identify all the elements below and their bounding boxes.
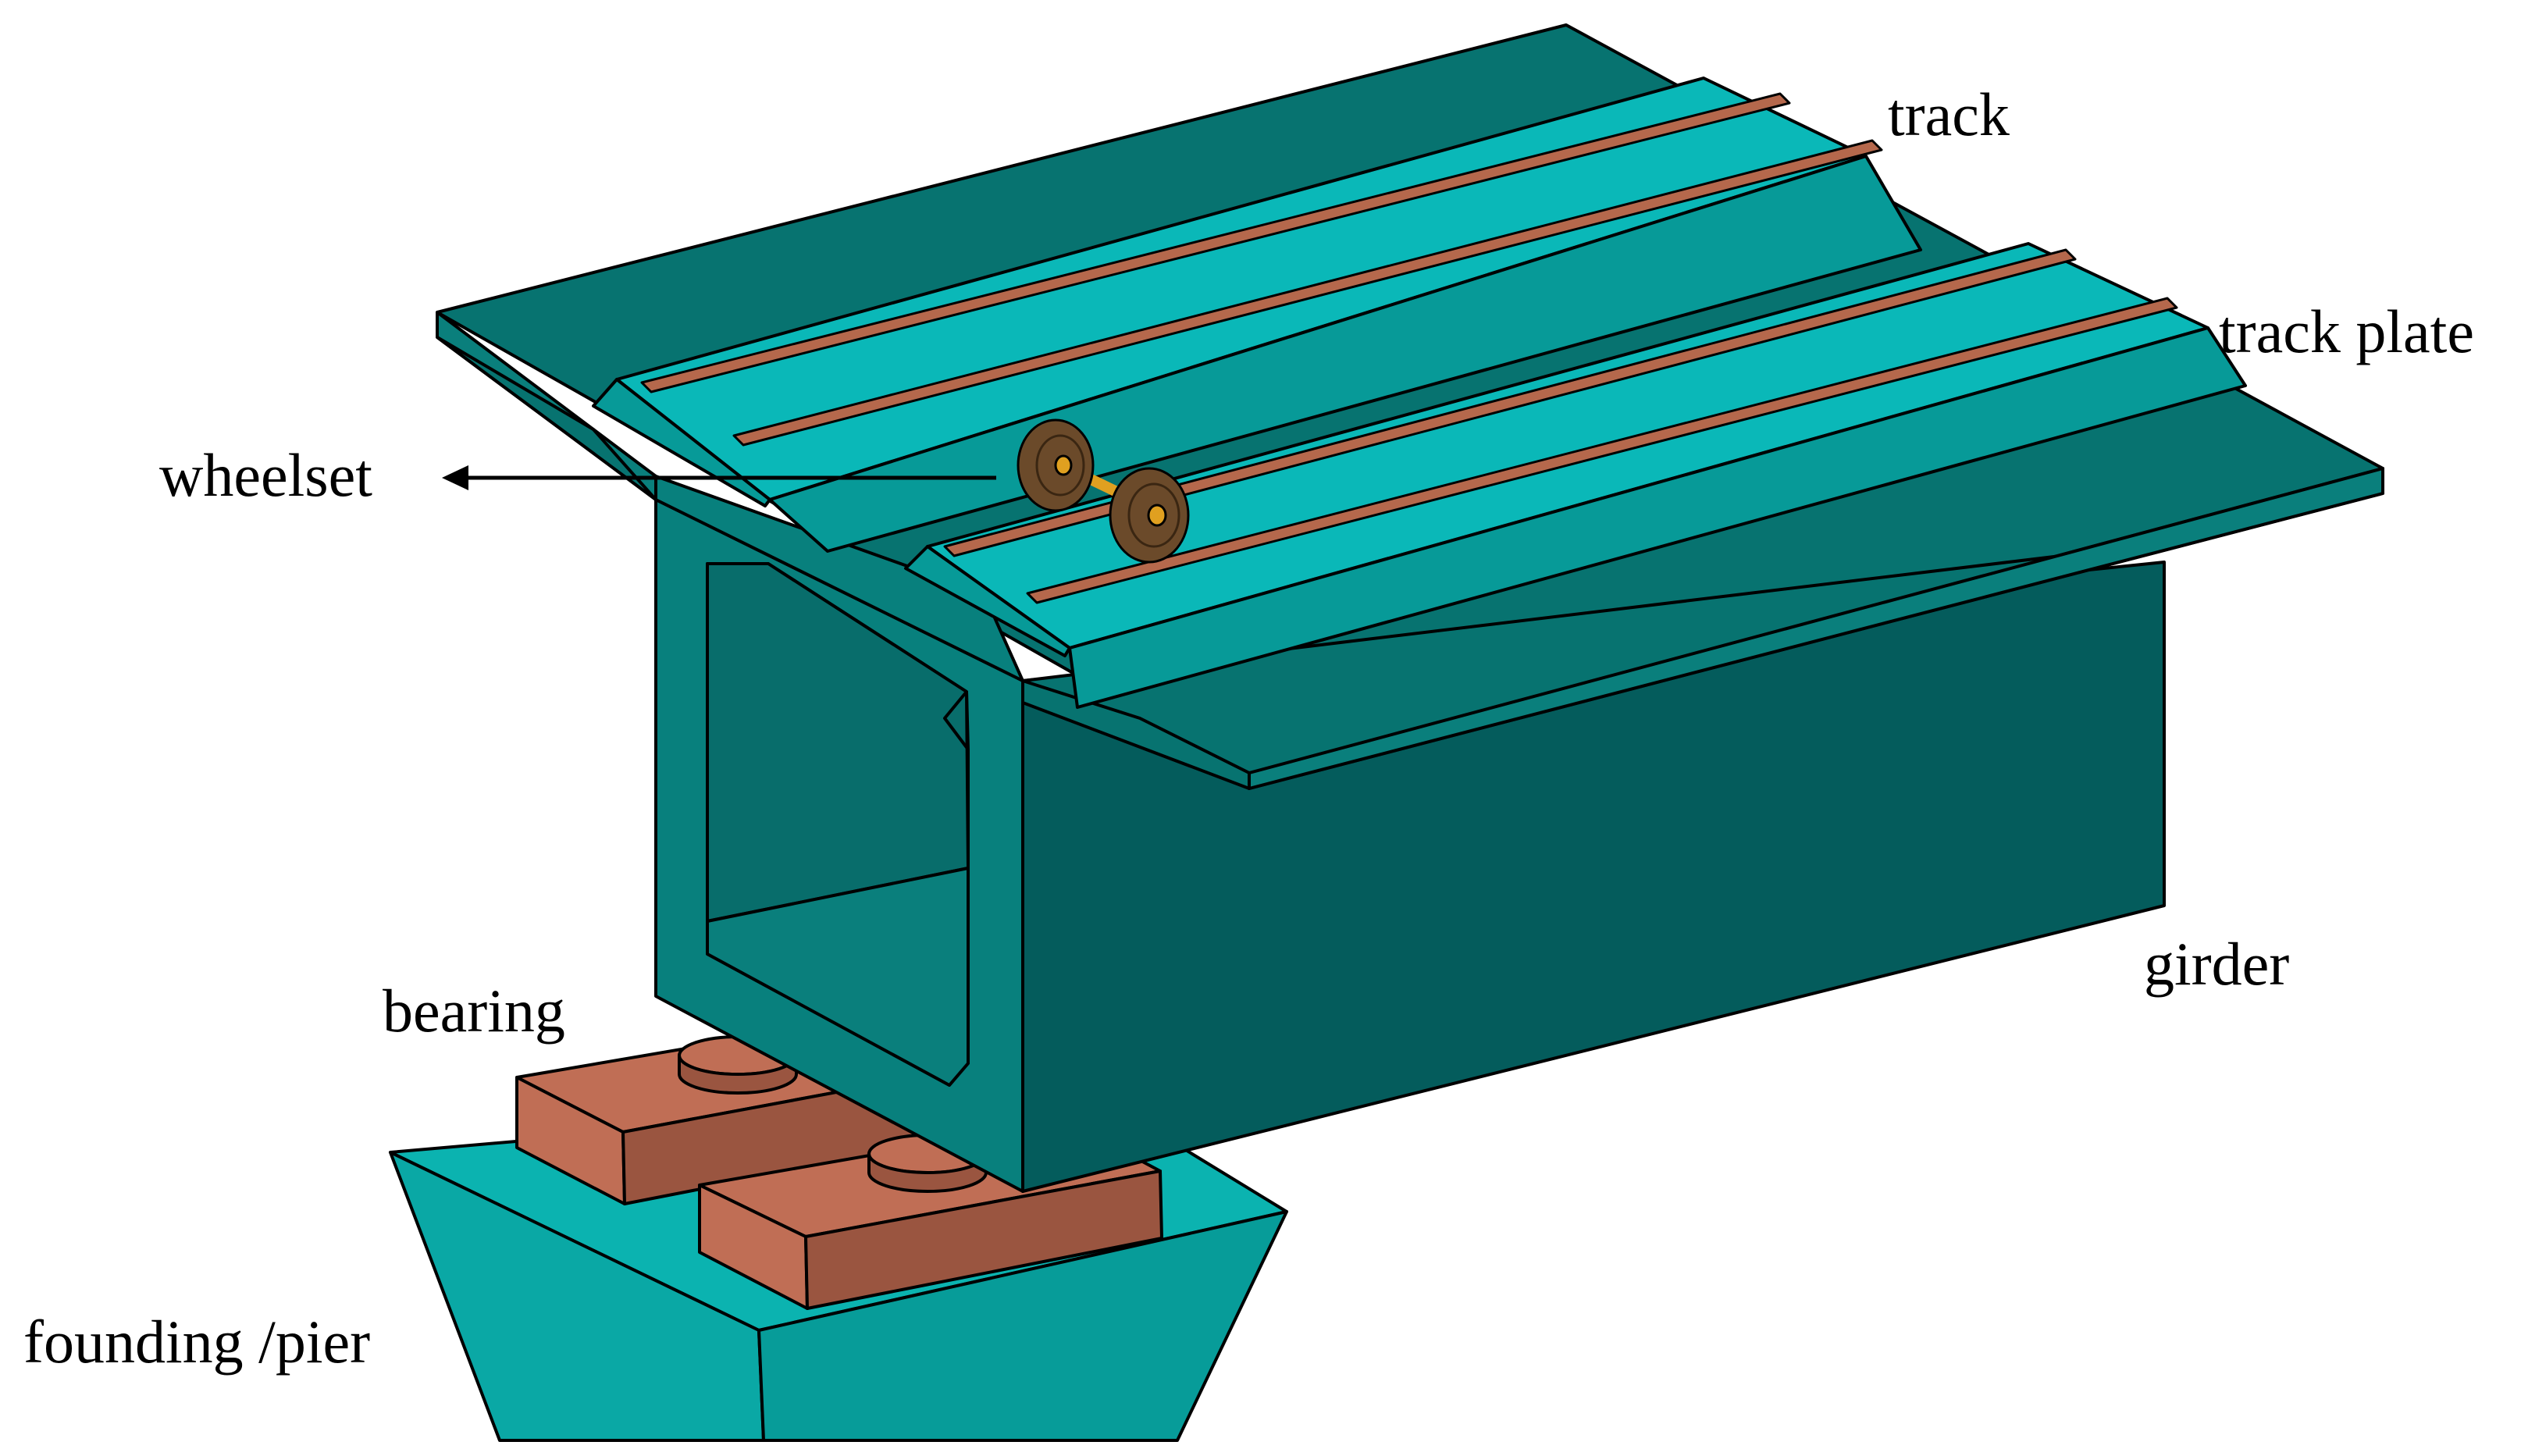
rail-4: [1026, 297, 2178, 604]
girder-inner-floor: [706, 867, 970, 1087]
label-track-plate: track plate: [2219, 297, 2474, 365]
pier-front-face: [757, 1210, 1288, 1442]
rail-1: [640, 92, 1791, 393]
bearing-back-plate-rim: [678, 1054, 798, 1095]
label-girder: girder: [2144, 930, 2290, 998]
deck-right-edge: [1248, 467, 2384, 790]
bearing-front-front: [804, 1169, 1163, 1310]
girder-inner-top: [706, 562, 970, 923]
label-track: track: [1888, 80, 2010, 148]
rails: [640, 92, 2178, 604]
wheel-back: [1017, 418, 1095, 512]
wheel-front: [1109, 467, 1190, 564]
wheelset-arrow: [442, 465, 996, 490]
rail-3: [943, 248, 2077, 557]
wheelset-arrow-head: [442, 465, 468, 490]
wheelset: [1017, 418, 1190, 564]
label-founding-pier: founding /pier: [23, 1308, 371, 1376]
label-wheelset: wheelset: [159, 441, 372, 509]
deck-underside-line: [1022, 679, 1250, 774]
rail-2: [732, 139, 1883, 447]
deck-left-haunch: [436, 336, 657, 501]
girder-inner-corner: [943, 690, 970, 751]
label-bearing: bearing: [383, 977, 565, 1045]
track-plate-near-front: [1068, 326, 2247, 709]
